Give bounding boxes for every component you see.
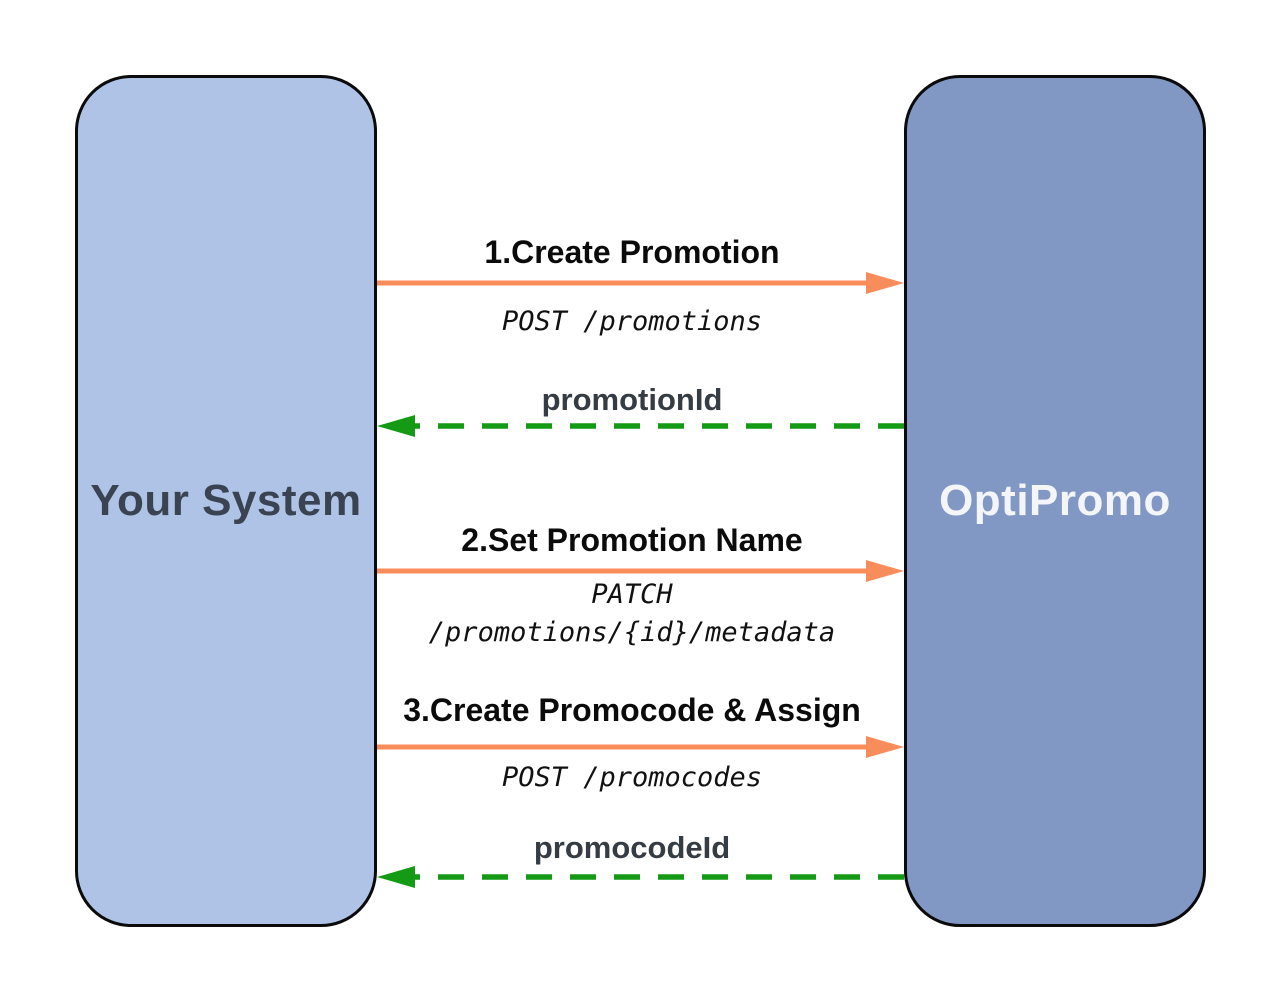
- message-3-step-label: 2.Set Promotion Name: [461, 522, 803, 558]
- arrowhead-left-icon: [377, 866, 415, 888]
- message-5-step-label: promocodeId: [533, 830, 731, 865]
- message-3-endpoint-line-2: /promotions/{id}/metadata: [428, 617, 836, 648]
- message-4-arrow-right: [377, 736, 904, 758]
- actor-your-system: Your System: [75, 75, 377, 927]
- message-3-endpoint-line-1: PATCH: [591, 579, 673, 610]
- message-3-arrow-right: [377, 560, 904, 582]
- message-1-arrow-right: [377, 272, 904, 294]
- arrowhead-right-icon: [866, 560, 904, 582]
- message-4-endpoint: POST /promocodes: [501, 762, 763, 793]
- arrowhead-right-icon: [866, 736, 904, 758]
- message-5-arrow-left-dashed: [377, 866, 904, 888]
- message-1-endpoint: POST /promotions: [501, 306, 763, 337]
- actor-optipromo: OptiPromo: [904, 75, 1206, 927]
- actor-optipromo-label: OptiPromo: [939, 476, 1171, 525]
- message-2-arrow-left-dashed: [377, 415, 904, 437]
- arrowhead-right-icon: [866, 272, 904, 294]
- message-4-step-label: 3.Create Promocode & Assign: [403, 692, 861, 728]
- actor-your-system-label: Your System: [90, 476, 362, 525]
- message-1-step-label: 1.Create Promotion: [484, 234, 780, 270]
- arrowhead-left-icon: [377, 415, 415, 437]
- message-2-step-label: promotionId: [541, 382, 723, 417]
